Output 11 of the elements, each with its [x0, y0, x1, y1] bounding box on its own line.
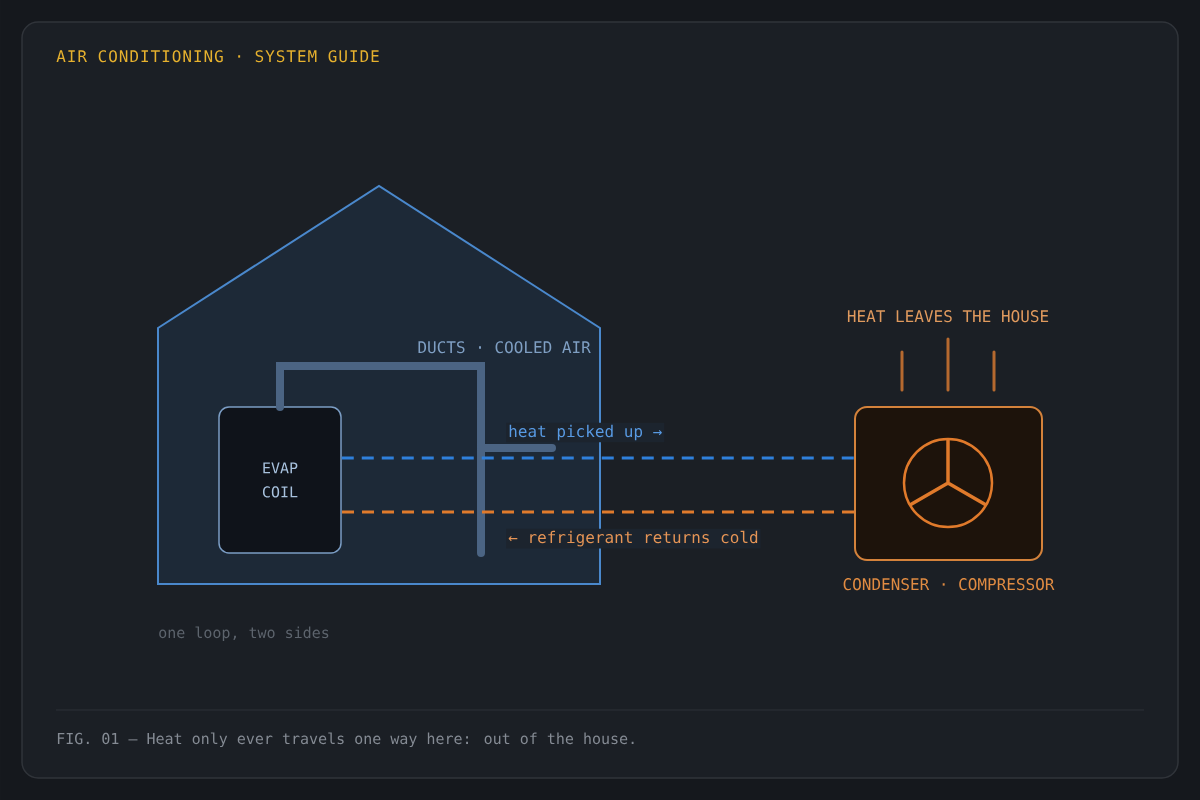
caption: FIG. 01 — Heat only ever travels one way here: out of the house.: [57, 732, 634, 748]
note-text: one loop, two sides: [159, 626, 329, 642]
pipe-line: [341, 510, 854, 514]
coil-box: EVAP COIL: [218, 406, 342, 554]
duct-label: DUCTS · COOLED AIR: [418, 341, 591, 354]
title: AIR CONDITIONING · SYSTEM GUIDE: [56, 50, 379, 63]
pipe-line: [341, 456, 854, 460]
unit-label: CONDENSER · COMPRESSOR: [843, 578, 1055, 591]
heat-label: HEAT LEAVES THE HOUSE: [847, 310, 1049, 323]
edge-label: heat picked up →: [506, 422, 665, 443]
edge-label: ← refrigerant returns cold: [506, 528, 761, 549]
